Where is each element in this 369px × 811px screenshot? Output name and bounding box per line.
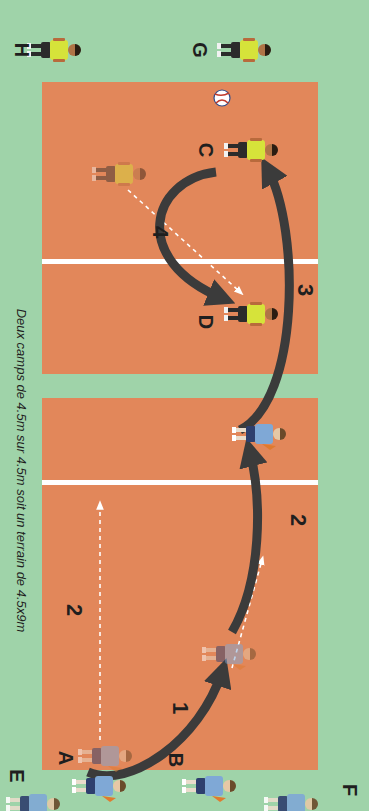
ball-arrow bbox=[232, 452, 257, 632]
court-half bbox=[42, 82, 318, 374]
callout-number: 4 bbox=[149, 226, 171, 238]
court-line bbox=[42, 259, 318, 264]
callout-number: 3 bbox=[294, 284, 316, 296]
ball bbox=[214, 90, 230, 106]
player-letter: D bbox=[196, 315, 216, 329]
player-letter: G bbox=[190, 42, 210, 58]
caption: Deux camps de 4.5m sur 4.5m soit un terr… bbox=[15, 308, 28, 632]
player-ghost bbox=[202, 644, 256, 670]
callout-number: 1 bbox=[169, 702, 191, 714]
player bbox=[217, 38, 271, 62]
callout-number: 2 bbox=[63, 604, 85, 616]
player bbox=[72, 776, 126, 802]
player-letter: A bbox=[56, 751, 76, 765]
court-line bbox=[42, 480, 318, 485]
court-half bbox=[42, 398, 318, 770]
player-letter: C bbox=[196, 143, 216, 157]
player bbox=[6, 794, 60, 811]
ball-arrow bbox=[240, 170, 289, 430]
player bbox=[27, 38, 81, 62]
player bbox=[264, 794, 318, 811]
player-ghost bbox=[92, 162, 146, 186]
player-letter: F bbox=[340, 784, 360, 796]
player-letter: B bbox=[166, 753, 186, 767]
player bbox=[224, 302, 278, 326]
player-letter: H bbox=[12, 43, 32, 57]
callout-number: 2 bbox=[287, 514, 309, 526]
move-line bbox=[99, 505, 101, 740]
drawing-part bbox=[215, 93, 229, 103]
player bbox=[232, 424, 286, 450]
player-ghost bbox=[78, 746, 132, 772]
player bbox=[182, 776, 236, 802]
player-letter: E bbox=[6, 769, 26, 782]
player bbox=[224, 138, 278, 162]
